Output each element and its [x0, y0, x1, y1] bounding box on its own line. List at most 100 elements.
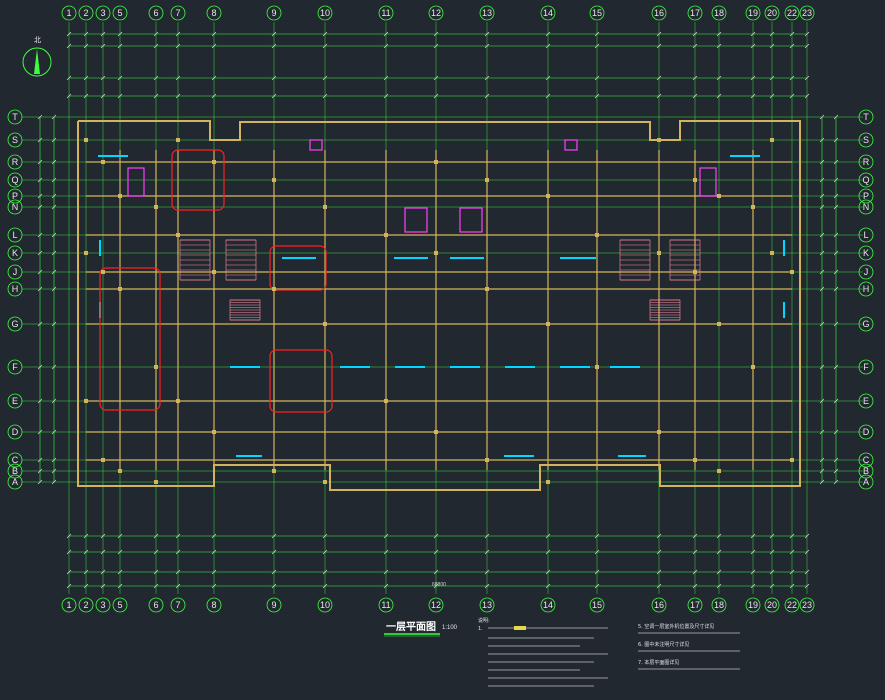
note-item-1: 1.: [478, 626, 483, 632]
dimension-tick: [716, 75, 722, 81]
dimension-tick: [819, 177, 825, 183]
dimension-tick: [819, 232, 825, 238]
dimension-tick: [545, 31, 551, 37]
column: [154, 480, 158, 484]
dimension-tick: [271, 549, 277, 555]
axis-bubble-circle: [428, 5, 444, 21]
dimension-tick: [51, 137, 57, 143]
dimension-tick: [750, 533, 756, 539]
dimension-tick: [750, 31, 756, 37]
dimension-tick: [716, 583, 722, 589]
axis-bubble-left-B: B: [7, 463, 23, 479]
dimension-tick: [175, 583, 181, 589]
dimension-tick: [769, 31, 775, 37]
dimension-tick: [100, 43, 106, 49]
stair-outline: [179, 239, 211, 281]
notes-left-lines: [488, 626, 740, 687]
axis-bubble-label: 11: [381, 8, 390, 18]
axis-bubble-bottom-11: 11: [378, 597, 394, 613]
axis-bubble-circle: [206, 597, 222, 613]
axis-bubble-label: L: [12, 230, 17, 240]
dimension-tick: [175, 93, 181, 99]
axis-bubble-label: B: [863, 466, 869, 476]
axis-bubbles: 1122335566778899101011111212131314141515…: [7, 5, 874, 613]
axis-bubble-top-22: 22: [784, 5, 800, 21]
axis-bubble-circle: [858, 245, 874, 261]
dimension-tick: [833, 286, 839, 292]
dimension-tick: [83, 583, 89, 589]
column: [717, 322, 721, 326]
axis-bubble-label: 14: [543, 8, 553, 18]
axis-bubble-label: K: [12, 248, 18, 258]
dimension-tick: [692, 583, 698, 589]
axis-bubble-circle: [317, 597, 333, 613]
axis-bubble-circle: [7, 316, 23, 332]
column: [176, 138, 180, 142]
dimension-tick: [175, 533, 181, 539]
axis-bubble-circle: [764, 597, 780, 613]
axis-bubble-circle: [858, 316, 874, 332]
dimension-tick: [484, 569, 490, 575]
axis-bubble-circle: [858, 281, 874, 297]
note-item-6: 6. 图中未注明尺寸详见: [638, 641, 689, 648]
dimension-tick: [656, 549, 662, 555]
dimension-tick: [594, 569, 600, 575]
axis-bubble-label: 16: [654, 600, 664, 610]
dimension-tick: [819, 269, 825, 275]
dimension-tick: [819, 204, 825, 210]
dimension-tick: [716, 93, 722, 99]
axis-bubble-circle: [206, 5, 222, 21]
axis-bubble-label: H: [12, 284, 19, 294]
dimension-tick: [433, 75, 439, 81]
column: [84, 251, 88, 255]
north-arrow-icon: 北: [22, 36, 52, 77]
axis-bubble-circle: [112, 5, 128, 21]
dimension-tick: [804, 43, 810, 49]
axis-bubble-top-19: 19: [745, 5, 761, 21]
stair: [229, 299, 261, 321]
exterior-wall: [77, 120, 801, 491]
dimension-tick: [100, 31, 106, 37]
dimension-tick: [51, 398, 57, 404]
dimension-tick: [51, 429, 57, 435]
dimension-tick: [100, 75, 106, 81]
dimension-tick: [594, 533, 600, 539]
dimension-tick: [594, 583, 600, 589]
axis-bubble-top-3: 3: [95, 5, 111, 21]
axis-bubble-bottom-20: 20: [764, 597, 780, 613]
axis-bubble-label: P: [863, 191, 869, 201]
axis-bubble-label: 14: [543, 600, 553, 610]
axis-bubble-bottom-15: 15: [589, 597, 605, 613]
dimension-tick: [153, 93, 159, 99]
column: [693, 270, 697, 274]
axis-bubble-right-T: T: [858, 109, 874, 125]
dimension-tick: [594, 43, 600, 49]
dimension-tick: [322, 93, 328, 99]
column: [751, 205, 755, 209]
axis-bubble-circle: [858, 188, 874, 204]
axis-bubble-label: S: [12, 135, 18, 145]
axis-bubble-circle: [784, 597, 800, 613]
dimension-tick: [804, 549, 810, 555]
dimension-tick: [37, 398, 43, 404]
dimension-tick: [83, 533, 89, 539]
column: [434, 160, 438, 164]
axis-bubble-label: 18: [714, 600, 724, 610]
shaft: [404, 207, 428, 233]
north-label: 北: [34, 36, 41, 44]
dimension-tick: [322, 569, 328, 575]
axis-bubble-label: F: [12, 362, 18, 372]
axis-bubble-circle: [799, 597, 815, 613]
column: [657, 138, 661, 142]
dimension-tick: [383, 31, 389, 37]
axis-bubble-top-16: 16: [651, 5, 667, 21]
axis-bubble-circle: [266, 597, 282, 613]
dimension-tick: [383, 93, 389, 99]
dimension-tick: [83, 549, 89, 555]
axis-bubble-top-18: 18: [711, 5, 727, 21]
column: [434, 430, 438, 434]
axis-bubble-circle: [651, 597, 667, 613]
dimension-tick: [271, 569, 277, 575]
dimension-tick: [211, 43, 217, 49]
axis-bubble-label: 9: [271, 600, 276, 610]
